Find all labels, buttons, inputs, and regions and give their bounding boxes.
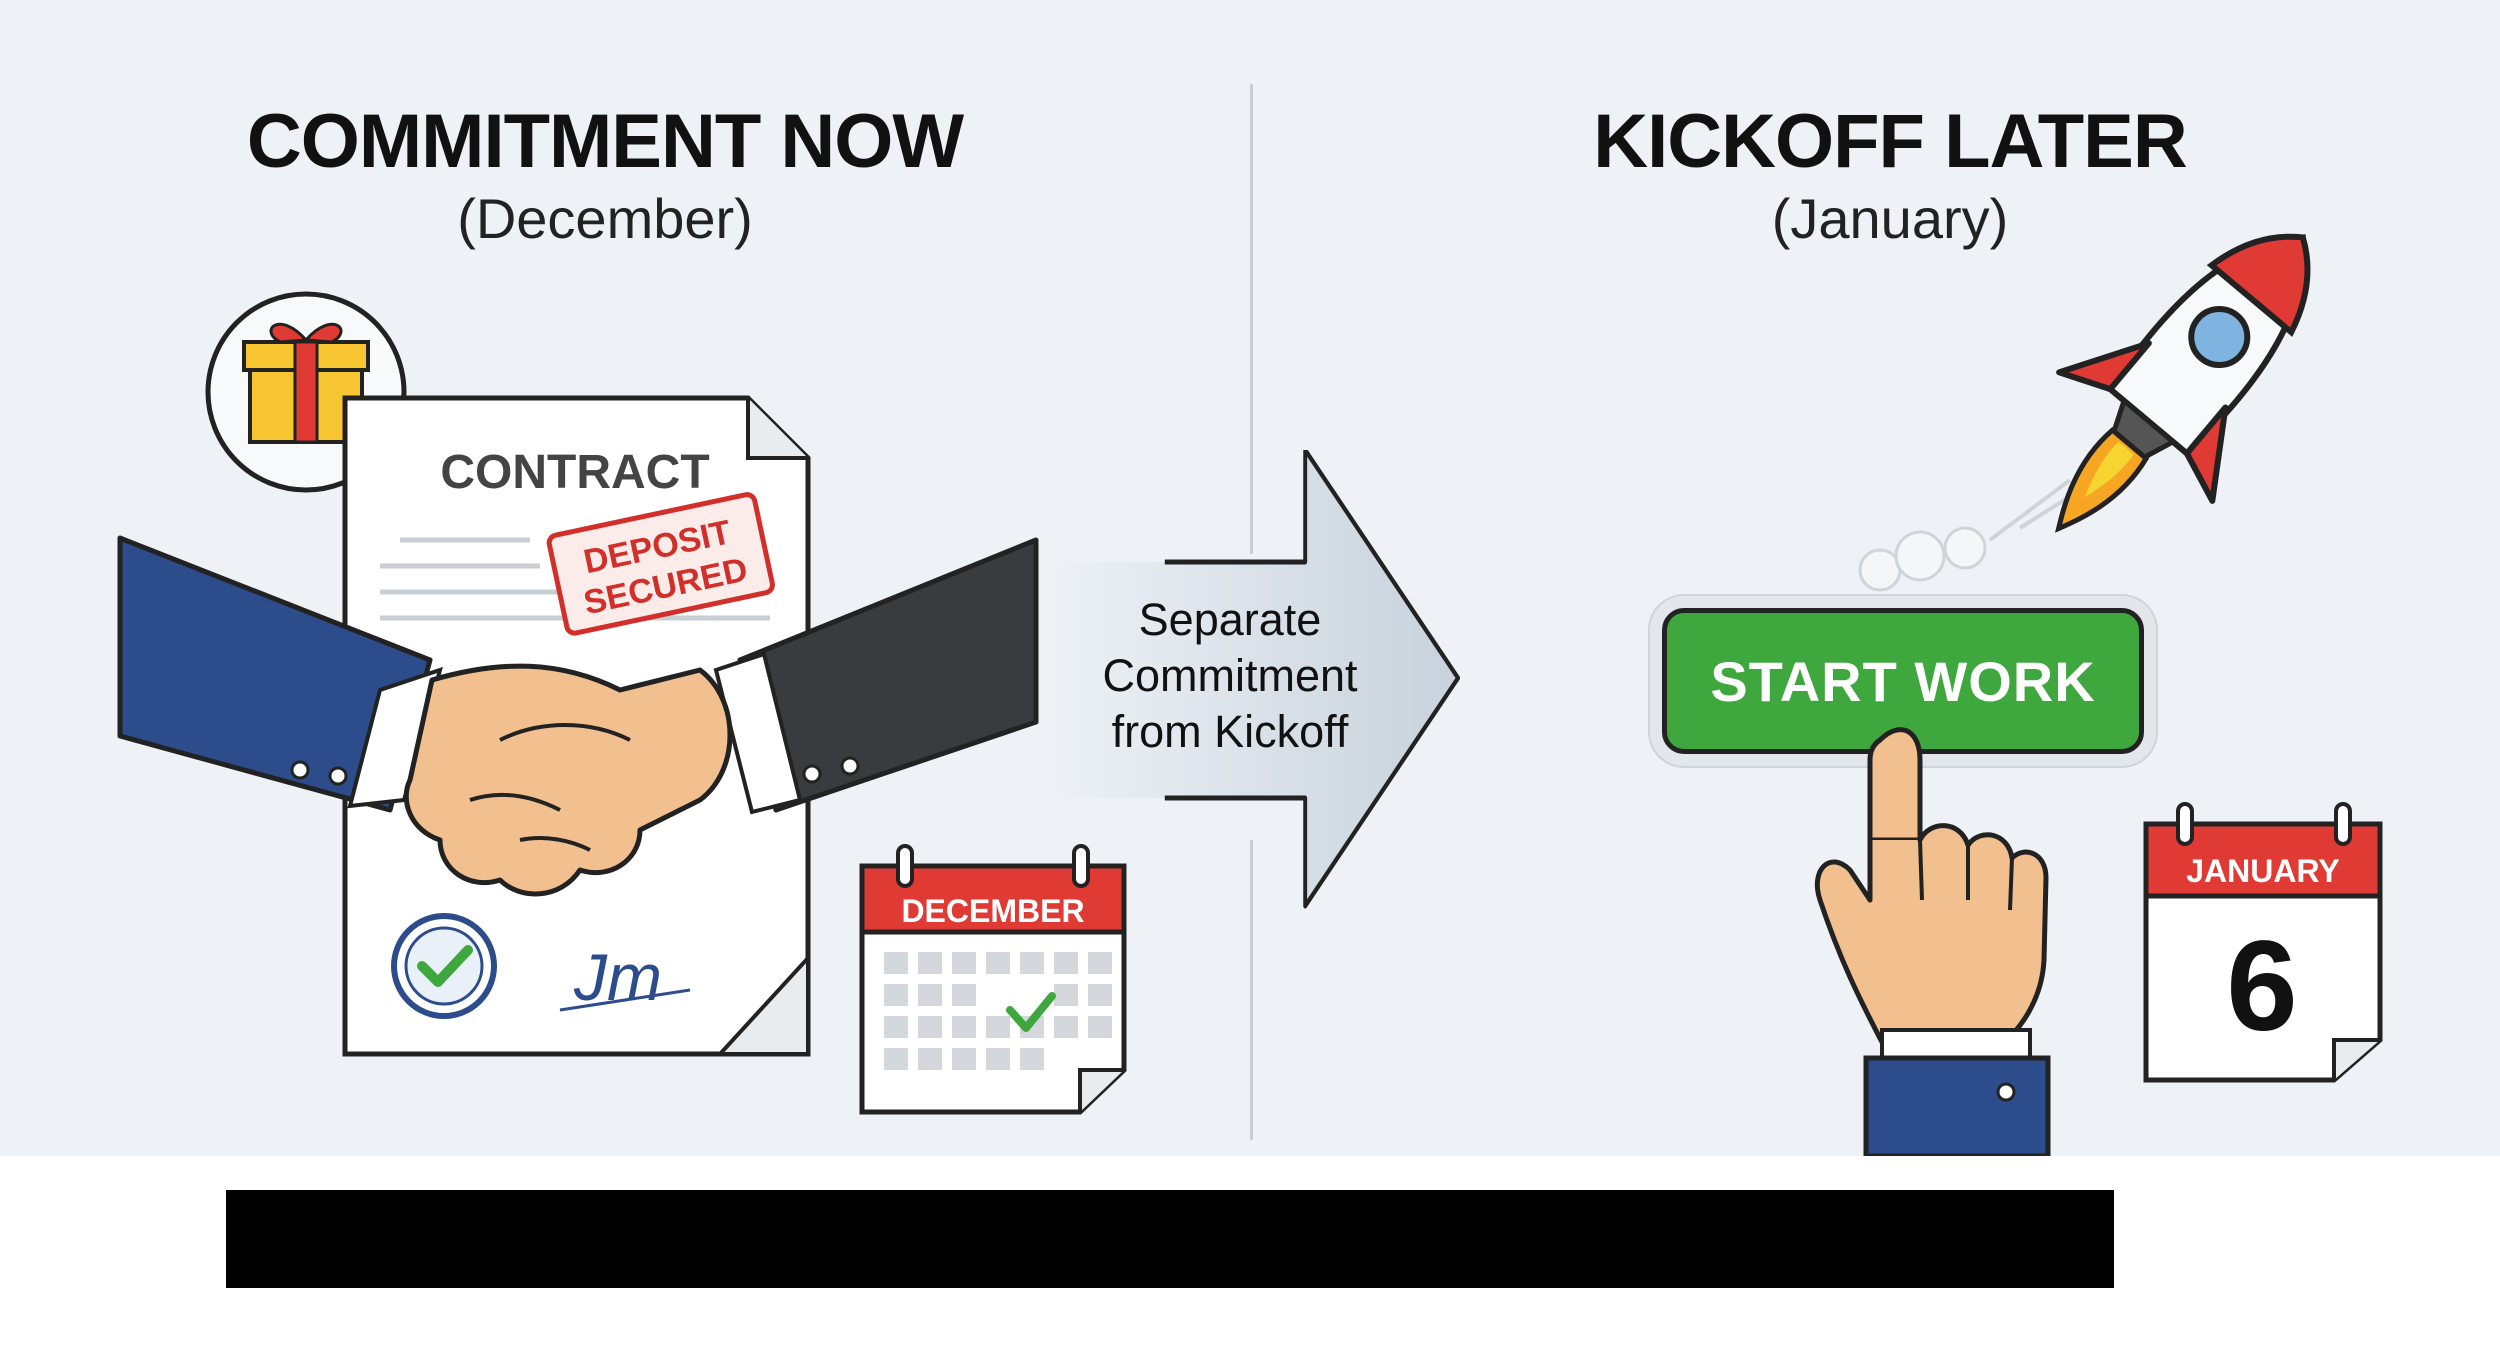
arrow-line-3: from Kickoff: [1111, 706, 1349, 757]
gift-icon: [205, 291, 407, 493]
signature: Jm: [573, 940, 662, 1014]
january-day: 6: [2226, 915, 2297, 1058]
left-title: COMMITMENT NOW: [246, 99, 964, 184]
divider-bottom: [1250, 840, 1253, 1140]
fingertip-overlay: [1867, 727, 1923, 840]
january-calendar-icon: JANUARY 6: [2143, 802, 2383, 1083]
redacted-caption-bar: [226, 1190, 2114, 1288]
january-label: JANUARY: [2186, 853, 2340, 889]
divider-top: [1250, 84, 1253, 554]
seal-check-icon: [391, 913, 497, 1019]
rocket-icon: [2054, 233, 2311, 533]
handshake-illustration: [117, 535, 1039, 897]
smoke-trail: [1858, 526, 1987, 592]
december-calendar-icon: DECEMBER: [859, 844, 1127, 1115]
right-title: KICKOFF LATER: [1593, 99, 2188, 184]
contract-title: CONTRACT: [440, 446, 709, 499]
december-label: DECEMBER: [901, 893, 1084, 929]
arrow-caption: Separate Commitment from Kickoff: [1080, 592, 1380, 760]
kickoff-illustration: JANUARY 6: [1814, 233, 2383, 1156]
contract-document: CONTRACT DEPOSIT SECURED Jm: [342, 395, 811, 1057]
arrow-line-2: Commitment: [1102, 650, 1358, 701]
left-subtitle: (December): [457, 187, 753, 250]
right-subtitle: (January): [1771, 187, 2009, 250]
commitment-illustration: CONTRACT DEPOSIT SECURED Jm: [117, 291, 1127, 1115]
arrow-line-1: Separate: [1138, 594, 1322, 645]
separation-arrow: [1040, 450, 1460, 909]
